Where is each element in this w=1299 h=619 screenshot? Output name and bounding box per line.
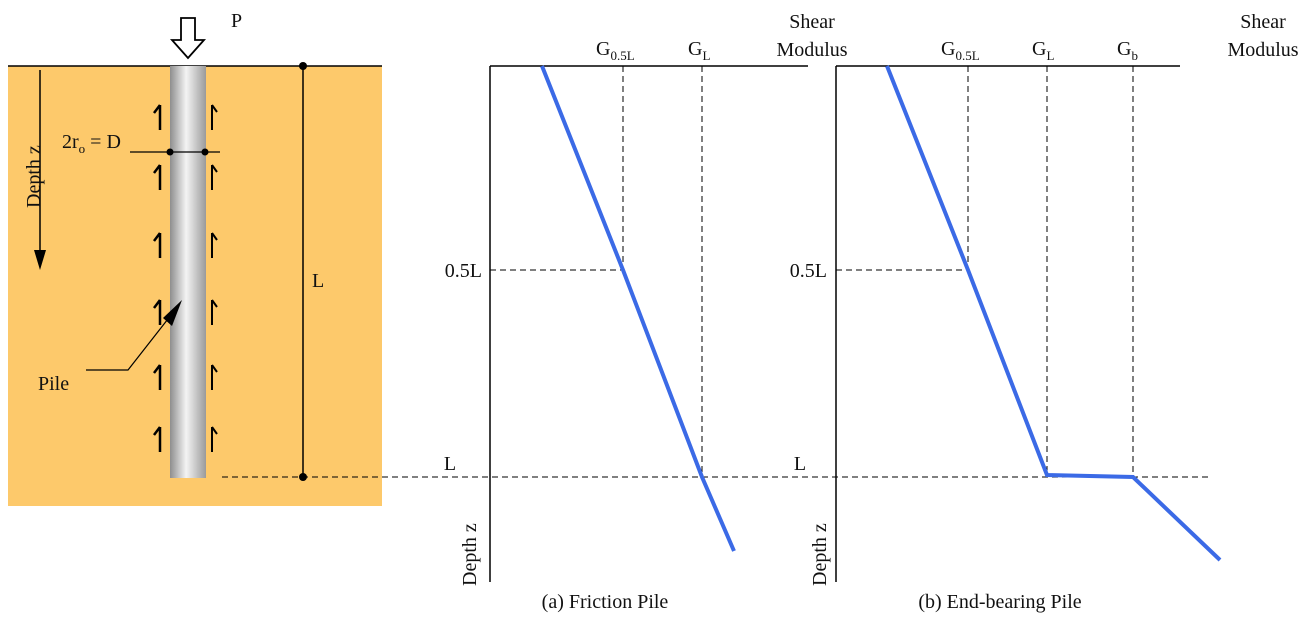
shear-arrows-left xyxy=(153,104,162,452)
endbearing-tick-l: L xyxy=(794,453,806,475)
shear-arrows-right xyxy=(211,104,218,452)
pile-leader xyxy=(86,300,182,371)
friction-caption: (a) Friction Pile xyxy=(542,591,669,613)
endbearing-g-half-label: G0.5L xyxy=(941,38,980,63)
soil-panel: Depth z P 2ro = D xyxy=(8,10,382,506)
soil-depth-label: Depth z xyxy=(23,145,45,208)
friction-axis-title-1: Shear xyxy=(789,11,835,33)
friction-axis-title-2: Modulus xyxy=(776,39,847,61)
friction-g-l-label: GL xyxy=(688,38,710,63)
diameter-label: 2ro = D xyxy=(62,131,121,156)
endbearing-g-l-label: GL xyxy=(1032,38,1054,63)
endbearing-depth-label: Depth z xyxy=(809,523,831,586)
load-label: P xyxy=(231,10,242,32)
endbearing-modulus-profile xyxy=(885,65,1222,562)
load-arrow-icon xyxy=(169,17,207,60)
diameter-dot-left xyxy=(166,148,174,156)
endbearing-tick-half: 0.5L xyxy=(790,260,827,282)
pile xyxy=(170,66,206,478)
endbearing-g-b-label: Gb xyxy=(1117,38,1138,63)
endbearing-axis-title-2: Modulus xyxy=(1227,39,1298,61)
endbearing-axis-title-1: Shear xyxy=(1240,11,1286,33)
friction-depth-label: Depth z xyxy=(459,523,481,586)
friction-pile-panel: Shear Modulus G0.5L GL 0.5L L Depth z (a… xyxy=(444,11,848,613)
friction-g-half-label: G0.5L xyxy=(596,38,635,63)
end-bearing-pile-panel: Shear Modulus G0.5L GL Gb 0.5L L Depth z… xyxy=(790,11,1299,613)
endbearing-caption: (b) End-bearing Pile xyxy=(918,591,1081,613)
diameter-dot-right xyxy=(201,148,209,156)
pile-label: Pile xyxy=(38,373,69,395)
friction-tick-half: 0.5L xyxy=(445,260,482,282)
friction-modulus-profile xyxy=(540,65,736,552)
length-label: L xyxy=(312,270,324,292)
friction-tick-l: L xyxy=(444,453,456,475)
length-dot-top xyxy=(299,62,307,70)
depth-arrow xyxy=(34,70,46,270)
